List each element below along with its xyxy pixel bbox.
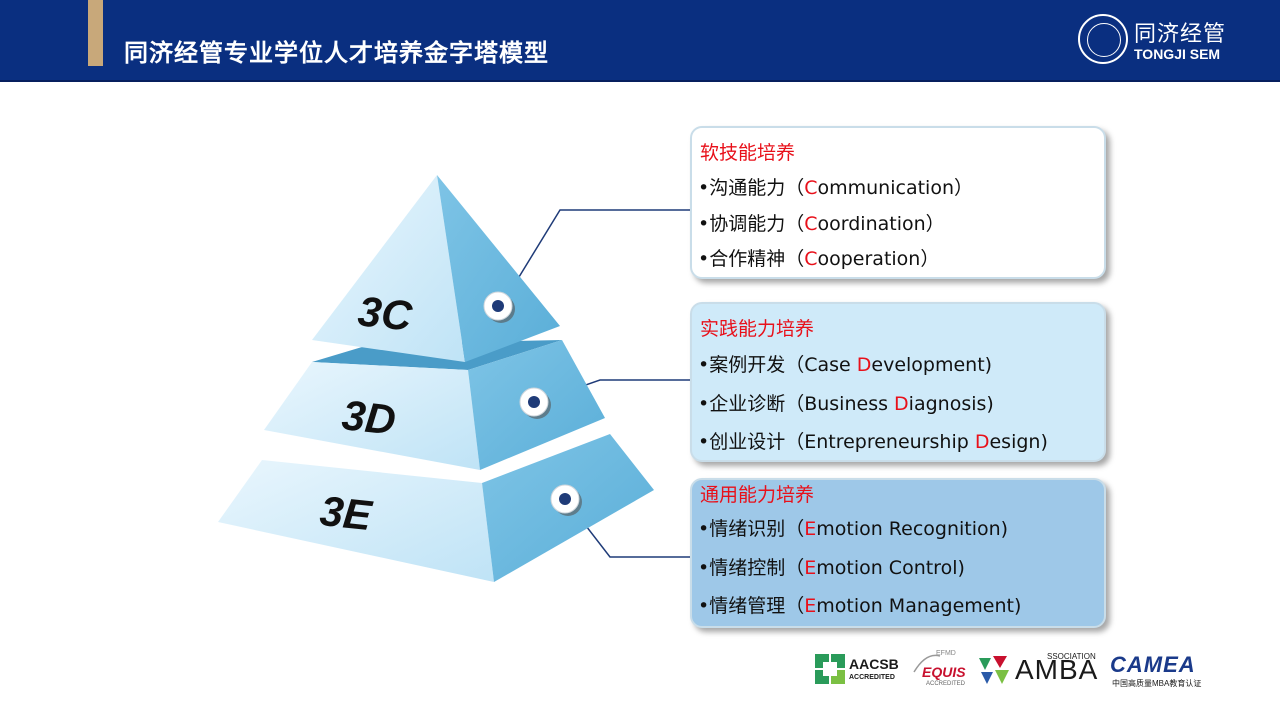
list-item: •合作精神（Cooperation） (698, 248, 940, 270)
list-item: •案例开发（Case Development) (698, 354, 993, 376)
list-item: •沟通能力（Communication） (698, 177, 973, 199)
accreditation-badges: AACSB ACCREDITED EFMD EQUIS ACCREDITED A… (815, 650, 1230, 690)
list-item: •情绪控制（Emotion Control) (698, 557, 965, 579)
accent-bar (88, 0, 103, 66)
list-item: •情绪管理（Emotion Management) (698, 595, 1022, 617)
pyramid-tier-3d (264, 340, 605, 470)
general-skills-box: 通用能力培养 •情绪识别（Emotion Recognition) •情绪控制（… (690, 478, 1106, 628)
soft-skills-box: 软技能培养 •沟通能力（Communication） •协调能力（Coordin… (690, 126, 1106, 279)
marker-dot-3d (519, 387, 551, 419)
box-title: 实践能力培养 (700, 318, 815, 340)
list-item: •企业诊断（Business Diagnosis) (698, 393, 994, 415)
tier-label-3d: 3D (340, 391, 398, 443)
tier-label-3e: 3E (318, 487, 376, 539)
logo-cn-text: 同济经管 (1134, 22, 1227, 47)
slide-title: 同济经管专业学位人才培养金字塔模型 (124, 39, 549, 67)
practice-skills-box: 实践能力培养 •案例开发（Case Development) •企业诊断（Bus… (690, 302, 1106, 462)
equis-logo: EFMD EQUIS ACCREDITED (910, 650, 970, 690)
seal-icon (1078, 14, 1128, 64)
list-item: •协调能力（Coordination） (698, 213, 945, 235)
aacsb-logo: AACSB ACCREDITED (815, 650, 903, 690)
list-item: •创业设计（Entrepreneurship Design) (698, 431, 1048, 453)
marker-dot-3e (550, 484, 582, 516)
box-title: 通用能力培养 (700, 484, 815, 506)
camea-logo: CAMEA 中国高质量MBA教育认证 (1110, 652, 1202, 688)
list-item: •情绪识别（Emotion Recognition) (698, 518, 1009, 540)
pyramid-tier-3c (312, 175, 560, 362)
box-title: 软技能培养 (700, 142, 796, 164)
connector-line-3c (499, 209, 690, 309)
logo-en-text: TONGJI SEM (1134, 46, 1221, 62)
tier-label-3c: 3C (356, 287, 415, 339)
amba-logo: AMBA SSOCIATION (975, 650, 1105, 690)
slide-header: 同济经管专业学位人才培养金字塔模型 同济经管 TONGJI SEM (0, 0, 1280, 82)
marker-dot-3c (483, 291, 515, 323)
tongji-sem-logo: 同济经管 TONGJI SEM (1078, 14, 1238, 70)
